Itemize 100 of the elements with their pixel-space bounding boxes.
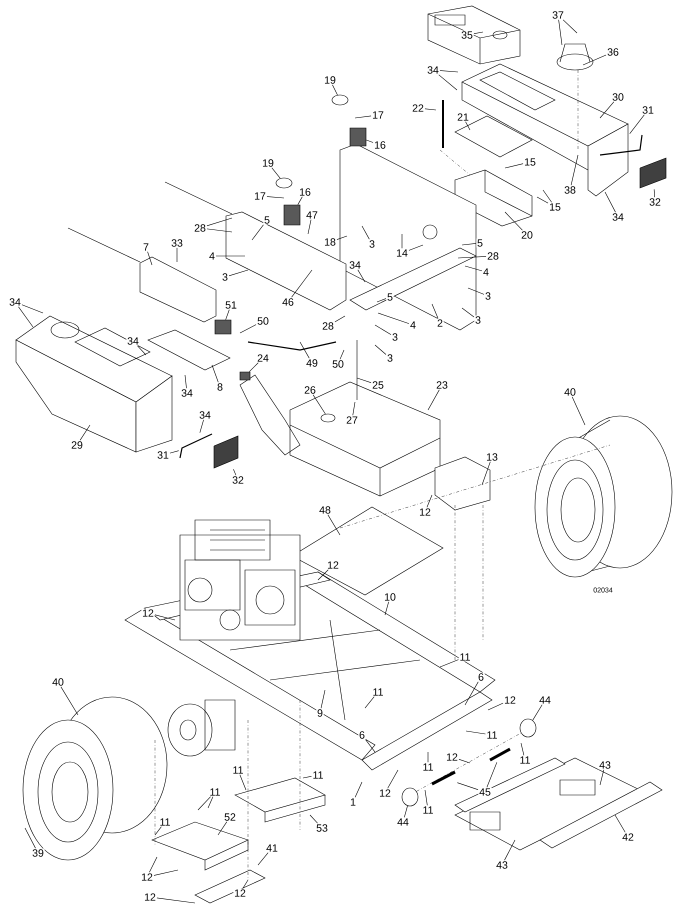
callout-number: 22 xyxy=(411,104,425,112)
callout-number: 32 xyxy=(231,476,245,485)
callout-number: 28 xyxy=(321,321,335,331)
leader-line xyxy=(374,324,392,335)
leader-line xyxy=(22,304,44,314)
callout-number: 11 xyxy=(232,766,244,774)
callout-number: 28 xyxy=(193,223,207,233)
callout-number: 48 xyxy=(318,505,332,515)
callout-number: 37 xyxy=(551,10,565,20)
callout-number: 32 xyxy=(648,197,662,207)
callout-number: 26 xyxy=(303,386,317,395)
callout-number: 11 xyxy=(422,806,434,814)
leader-line xyxy=(582,54,606,66)
callout-number: 25 xyxy=(371,380,385,390)
callout-number: 50 xyxy=(256,316,270,326)
leader-line xyxy=(170,450,179,454)
leader-line xyxy=(291,270,312,298)
leader-line xyxy=(482,462,491,486)
callout-number: 11 xyxy=(372,688,384,696)
leader-line xyxy=(272,168,281,179)
leader-line xyxy=(364,696,374,708)
leader-line xyxy=(176,248,178,262)
callout-number: 11 xyxy=(158,818,172,826)
callout-number: 11 xyxy=(208,788,222,796)
callout-number: 41 xyxy=(265,844,279,852)
callout-number: 47 xyxy=(305,210,319,220)
leader-line xyxy=(312,394,326,414)
callout-number: 4 xyxy=(409,320,417,330)
leader-line xyxy=(465,121,470,130)
callout-number: 29 xyxy=(70,440,84,450)
leader-line xyxy=(137,346,146,356)
leader-line xyxy=(520,742,524,756)
callout-number: 2 xyxy=(436,318,444,328)
leader-line xyxy=(440,659,459,668)
leader-line xyxy=(200,420,204,433)
grille xyxy=(214,436,238,468)
callout-number: 52 xyxy=(223,812,237,822)
leader-line xyxy=(198,796,211,810)
callout-number: 34 xyxy=(198,410,212,420)
leader-line xyxy=(486,762,498,788)
leader-line xyxy=(562,20,578,34)
leader-line xyxy=(438,74,458,90)
leader-line xyxy=(488,702,504,710)
bushing xyxy=(520,718,536,738)
grille xyxy=(640,158,666,188)
callout-number: 10 xyxy=(383,592,397,602)
leader-line xyxy=(225,309,230,320)
mount xyxy=(214,320,232,334)
callout-number: 46 xyxy=(281,297,295,307)
callout-number: 49 xyxy=(305,358,319,368)
leader-line xyxy=(378,312,410,324)
callout-number: 6 xyxy=(358,730,366,740)
leader-line xyxy=(208,796,214,808)
callout-number: 31 xyxy=(641,105,655,115)
callout-number: 3 xyxy=(391,332,399,342)
handle xyxy=(179,433,212,458)
leader-line xyxy=(600,102,614,118)
leader-line xyxy=(149,856,158,873)
callout-number: 21 xyxy=(456,112,470,122)
leader-line xyxy=(308,219,312,234)
callout-number: 12 xyxy=(233,888,247,898)
callout-number: 34 xyxy=(426,65,440,75)
leader-line xyxy=(320,690,326,708)
leader-line xyxy=(604,192,616,212)
leader-line xyxy=(258,852,268,866)
callout-number: 15 xyxy=(548,202,562,212)
leader-line xyxy=(462,243,476,246)
callout-number: 15 xyxy=(523,158,537,166)
leader-line xyxy=(426,494,432,508)
callout-number: 30 xyxy=(611,92,625,102)
handle xyxy=(600,134,643,156)
callout-number: 43 xyxy=(598,760,612,770)
callout-number: 7 xyxy=(142,242,150,252)
leader-line xyxy=(365,740,376,752)
callout-number: 20 xyxy=(520,230,534,240)
callout-number: 40 xyxy=(563,388,577,397)
leader-line xyxy=(474,32,484,34)
leader-line xyxy=(298,196,303,205)
leader-line xyxy=(654,189,655,198)
callout-number: 3 xyxy=(484,291,492,301)
leader-line xyxy=(336,236,348,240)
callout-number: 16 xyxy=(373,140,387,150)
leader-line xyxy=(356,378,372,383)
leader-line xyxy=(468,288,484,295)
spring xyxy=(284,204,300,226)
leader-line xyxy=(240,774,246,790)
callout-number: 40 xyxy=(51,678,65,687)
callout-number: 4 xyxy=(482,268,490,276)
bushing xyxy=(402,788,418,806)
callout-number: 44 xyxy=(538,696,552,704)
callout-number: 39 xyxy=(31,848,45,858)
callout-number: 5 xyxy=(263,216,271,224)
leader-line xyxy=(536,196,548,204)
leader-line xyxy=(408,244,424,251)
leader-line xyxy=(504,163,524,168)
callout-number: 12 xyxy=(143,892,157,902)
leader-line xyxy=(249,362,259,372)
callout-number: 12 xyxy=(326,560,340,570)
leader-line xyxy=(302,776,312,778)
leader-line xyxy=(387,770,398,789)
